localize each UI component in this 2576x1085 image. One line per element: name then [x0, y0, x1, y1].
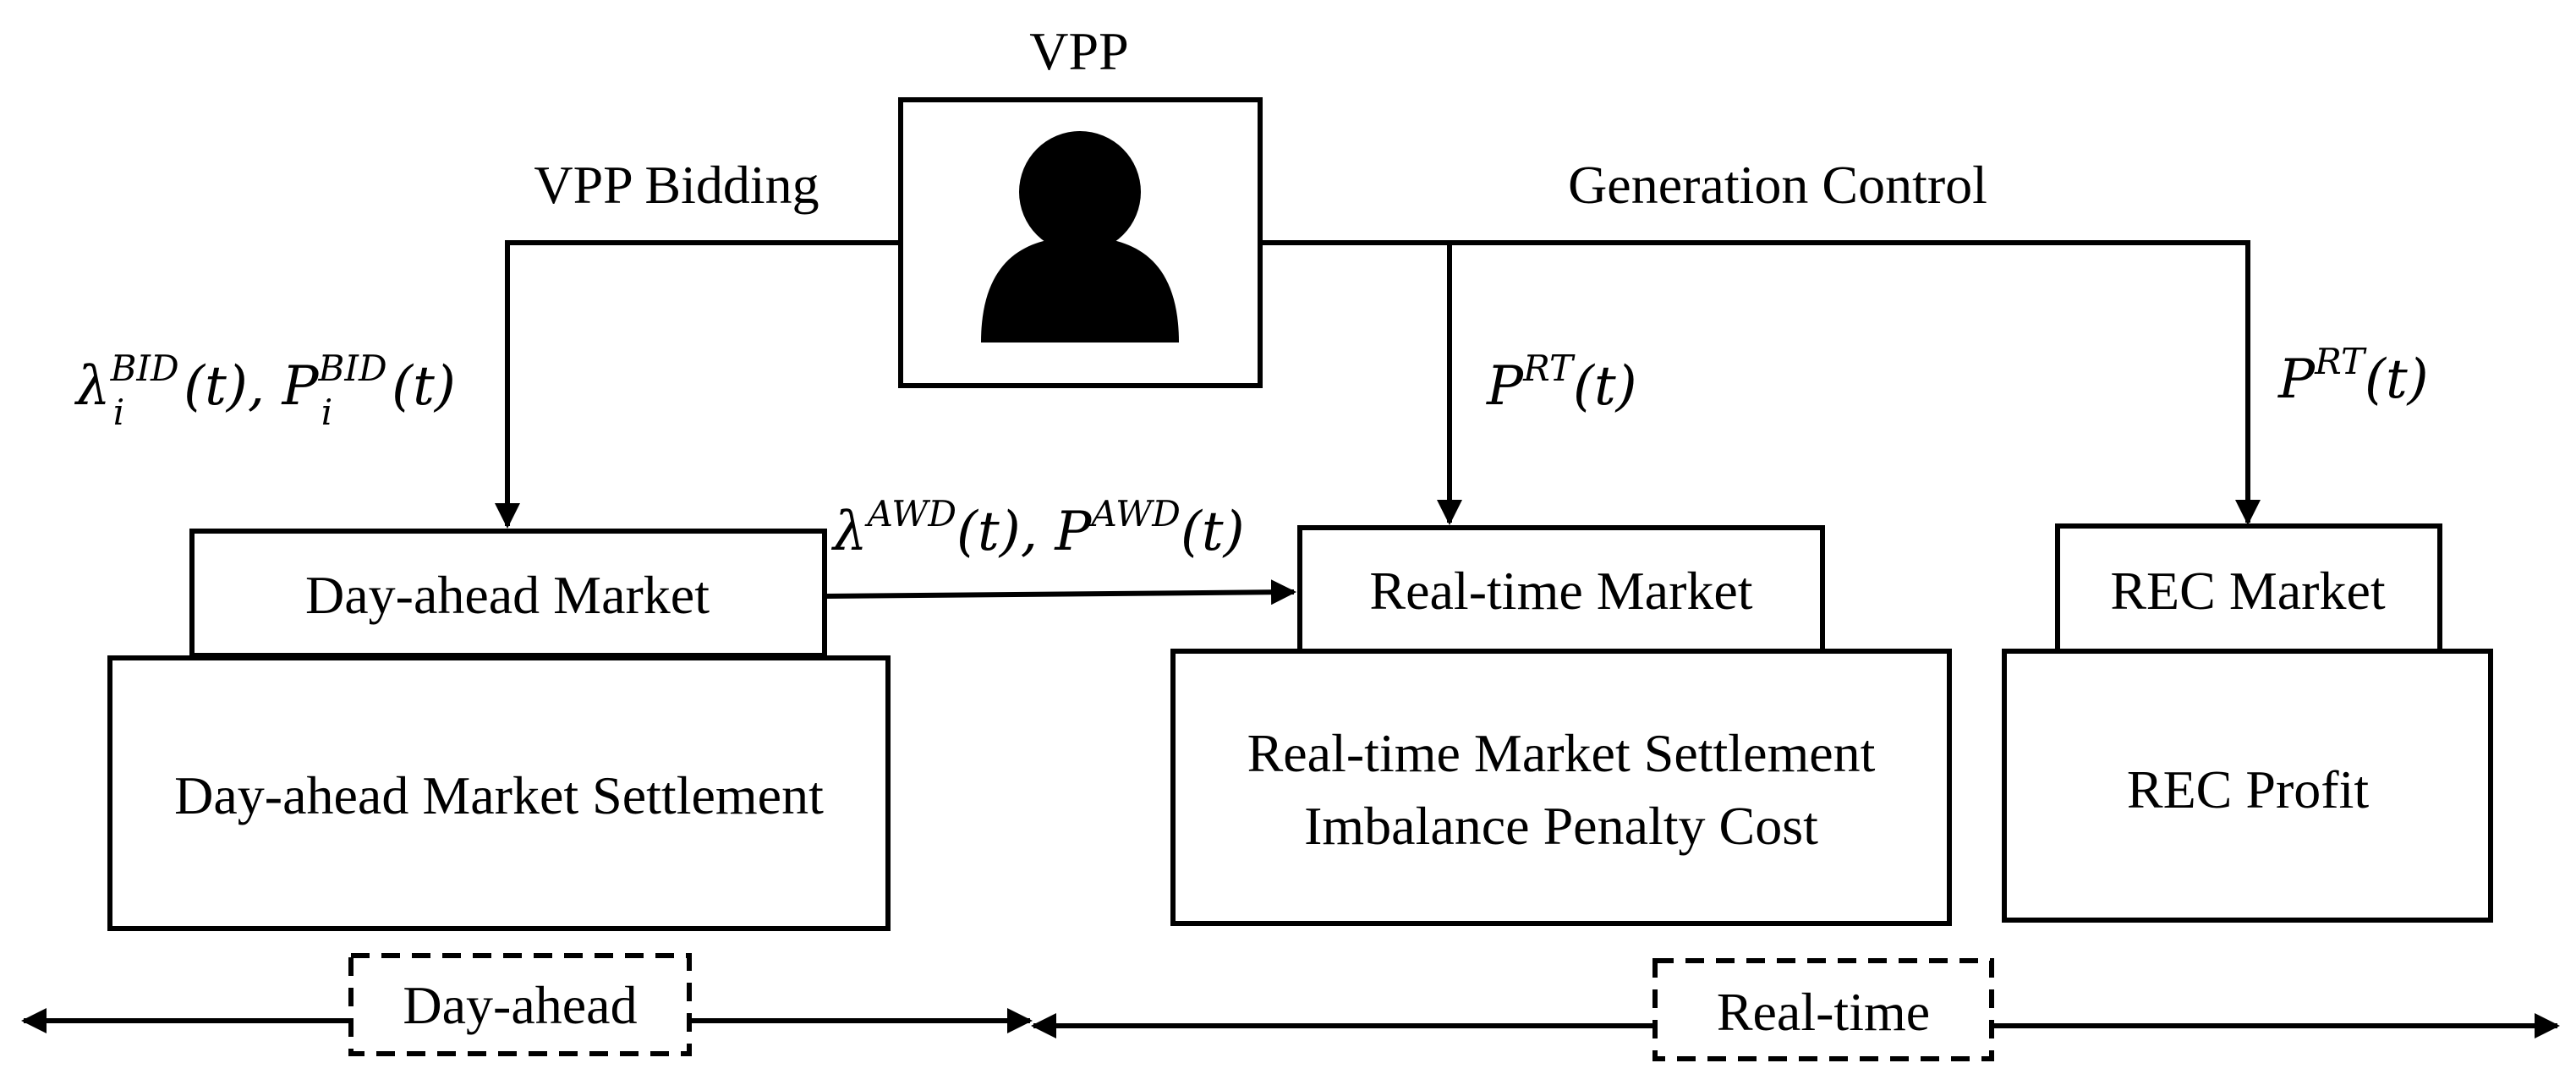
timeline-day-ahead-box: Day-ahead: [348, 953, 692, 1056]
rt-formula-1: PRT(t): [1486, 348, 1637, 418]
rt-formula-2: PRT(t): [2277, 341, 2429, 411]
real-time-settlement-line2: Imbalance Penalty Cost: [1304, 796, 1818, 856]
bidding-label: VPP Bidding: [534, 155, 819, 215]
day-ahead-settlement-box: Day-ahead Market Settlement: [107, 655, 891, 931]
day-ahead-settlement-label: Day-ahead Market Settlement: [174, 765, 824, 825]
real-time-market-label: Real-time Market: [1369, 561, 1752, 621]
person-icon: [981, 131, 1179, 342]
control-label: Generation Control: [1568, 155, 1987, 215]
real-time-market-box: Real-time Market: [1297, 525, 1825, 654]
day-ahead-market-label: Day-ahead Market: [305, 565, 710, 625]
real-time-settlement-line1: Real-time Market Settlement: [1247, 723, 1876, 783]
timeline-real-time-box: Real-time: [1652, 958, 1994, 1061]
day-ahead-market-box: Day-ahead Market: [189, 529, 827, 658]
real-time-settlement-box: Real-time Market Settlement Imbalance Pe…: [1170, 649, 1952, 926]
rec-profit-label: REC Profit: [2127, 759, 2369, 819]
vpp-title: VPP: [1029, 21, 1128, 81]
timeline-day-ahead-label: Day-ahead: [403, 975, 637, 1035]
vpp-box: [898, 97, 1263, 388]
awd-formula: λAWD(t), PAWD(t): [830, 493, 1245, 563]
control-connector: [1260, 240, 2261, 525]
timeline-real-time-label: Real-time: [1717, 982, 1930, 1042]
rec-market-label: REC Market: [2110, 561, 2386, 621]
rec-market-box: REC Market: [2055, 523, 2442, 654]
awd-connector: [824, 579, 1296, 606]
bidding-connector: [495, 240, 901, 529]
rec-settlement-box: REC Profit: [2002, 649, 2493, 923]
